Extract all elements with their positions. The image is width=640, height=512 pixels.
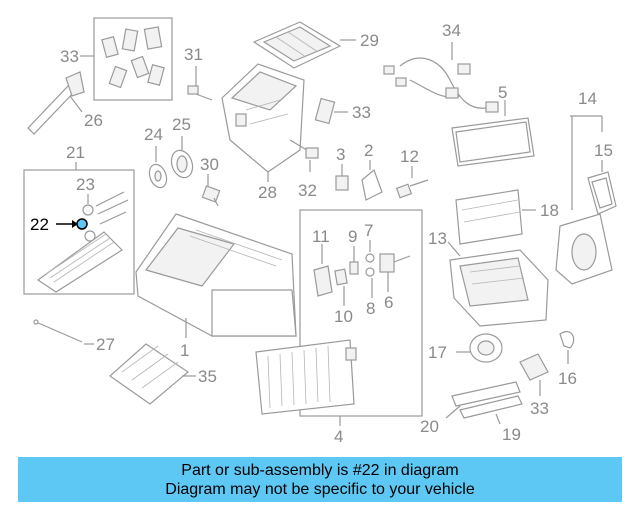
part-14-bracket <box>570 115 603 210</box>
callout-26: 26 <box>84 111 103 130</box>
callout-13: 13 <box>428 229 447 248</box>
callout-16: 16 <box>558 369 577 388</box>
callout-10: 10 <box>334 307 353 326</box>
callout-28: 28 <box>258 183 277 202</box>
part-21-heater-core <box>36 191 129 293</box>
part-13-blower-housing <box>449 249 549 327</box>
callout-35: 35 <box>198 367 217 386</box>
callout-2: 2 <box>364 141 373 160</box>
callout-22-highlighted[interactable]: 22 <box>30 215 49 234</box>
callout-1: 1 <box>180 341 189 360</box>
callout-27: 27 <box>96 335 115 354</box>
part-24-ring <box>148 163 168 189</box>
part-9-clip <box>349 246 359 275</box>
part-26-tool <box>27 71 85 135</box>
part-31-screw <box>187 66 213 101</box>
part-12-bolt <box>395 166 429 199</box>
banner-line-2: Diagram may not be specific to your vehi… <box>165 481 475 498</box>
part-30-actuator <box>201 174 221 207</box>
part-20-seal <box>445 381 521 419</box>
callout-11: 11 <box>312 227 330 246</box>
part-22-highlighted[interactable] <box>56 218 88 230</box>
part-5-filter <box>451 117 535 167</box>
part-3-fitting <box>335 164 349 191</box>
part-6-expansion-valve <box>379 253 411 292</box>
part-10-seal <box>334 268 348 306</box>
callout-33-right: 33 <box>352 103 371 122</box>
banner-line-1: Part or sub-assembly is #22 in diagram <box>181 462 459 479</box>
part-14-housing <box>555 213 613 285</box>
callout-23: 23 <box>76 175 95 194</box>
callout-30: 30 <box>200 155 219 174</box>
callout-31: 31 <box>184 45 203 64</box>
callout-34: 34 <box>442 21 461 40</box>
parts-diagram: 33 31 29 34 26 5 14 24 25 33 21 2 3 12 1… <box>23 17 617 446</box>
callout-24: 24 <box>144 125 163 144</box>
callout-32: 32 <box>298 181 317 200</box>
part-33-module <box>519 353 549 396</box>
callout-20: 20 <box>420 417 439 436</box>
callout-19: 19 <box>502 425 521 444</box>
part-18-filter <box>455 189 523 245</box>
callout-5: 5 <box>498 83 507 102</box>
part-34-harness <box>383 42 499 113</box>
part-2-bracket <box>361 160 383 201</box>
callout-21: 21 <box>66 143 85 162</box>
callout-7: 7 <box>364 221 373 240</box>
part-27-rod <box>33 319 94 345</box>
callout-18: 18 <box>540 201 559 220</box>
callout-9: 9 <box>348 227 357 246</box>
part-1-case <box>135 213 297 337</box>
part-33-sensor <box>314 97 348 125</box>
callout-29: 29 <box>360 31 379 50</box>
callout-17: 17 <box>428 343 447 362</box>
part-23-oring <box>82 194 96 242</box>
part-17-blower-motor <box>456 333 503 363</box>
part-32-sensor <box>289 139 319 172</box>
callout-25: 25 <box>172 115 191 134</box>
callout-33-top-left: 33 <box>60 47 79 66</box>
callout-6: 6 <box>384 293 393 312</box>
part-4-evaporator <box>255 339 357 415</box>
part-28-housing <box>221 63 305 173</box>
callout-12: 12 <box>400 147 419 166</box>
part-16-clip <box>559 331 575 364</box>
callout-14: 14 <box>578 89 597 108</box>
part-8-oring <box>365 267 375 298</box>
part-33-clips <box>101 26 165 89</box>
part-15-gasket <box>587 171 617 215</box>
callout-3: 3 <box>336 145 345 164</box>
callout-4: 4 <box>334 427 343 446</box>
part-25-motor <box>170 149 194 179</box>
info-banner: Part or sub-assembly is #22 in diagram D… <box>18 457 622 502</box>
part-11-valve <box>313 244 333 297</box>
part-7-oring <box>365 240 375 263</box>
part-29-filter-cover <box>252 21 342 69</box>
callout-33-bottom-right: 33 <box>530 399 549 418</box>
callout-8: 8 <box>366 299 375 318</box>
part-35-resistor <box>109 343 196 405</box>
callout-15: 15 <box>594 141 613 160</box>
part-19-strip <box>459 395 523 425</box>
